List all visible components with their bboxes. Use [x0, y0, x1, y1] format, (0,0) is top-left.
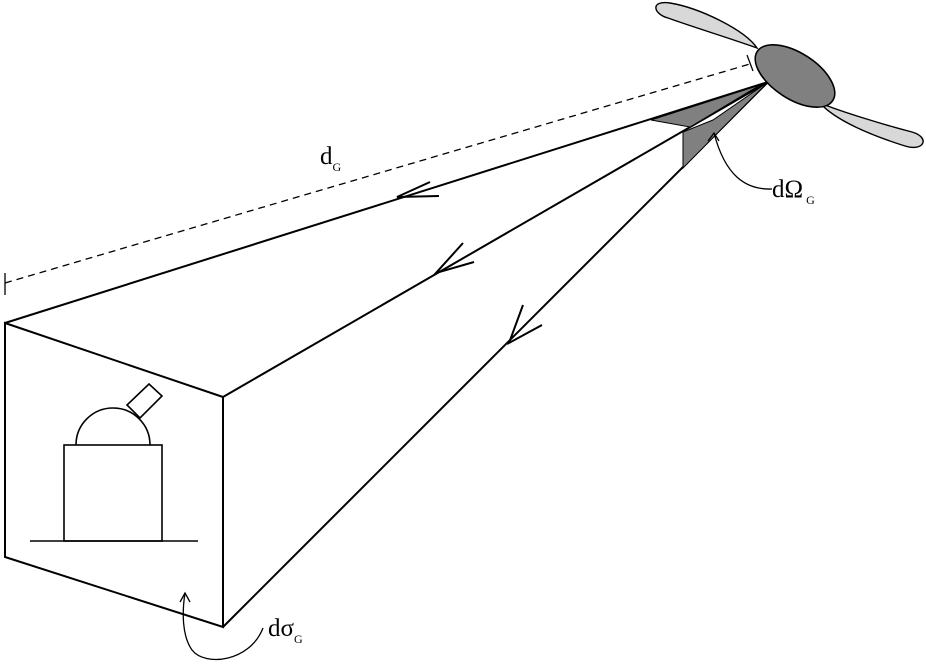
beam-edge-bottom [222, 81, 769, 628]
solid-angle-leader [713, 132, 773, 190]
solid-angle-leader-head [707, 131, 720, 142]
arrow-bottom-edge [507, 304, 543, 346]
beam-front-face [4, 321, 224, 629]
area-label: dσG [268, 615, 303, 646]
area-leader-head [179, 591, 191, 603]
propeller-source-icon [655, 1, 924, 149]
arrow-top-edge [396, 181, 440, 198]
distance-tick-right [746, 54, 754, 72]
solid-angle-wedge-top [650, 84, 761, 128]
area-leader [182, 592, 264, 661]
observatory-icon [30, 382, 198, 542]
distance-dashed-line [4, 63, 751, 284]
arrow-middle-edge [432, 242, 475, 275]
beam-edge-top [4, 81, 769, 324]
beam-edge-middle [222, 81, 769, 398]
distance-label: dG [320, 143, 342, 174]
